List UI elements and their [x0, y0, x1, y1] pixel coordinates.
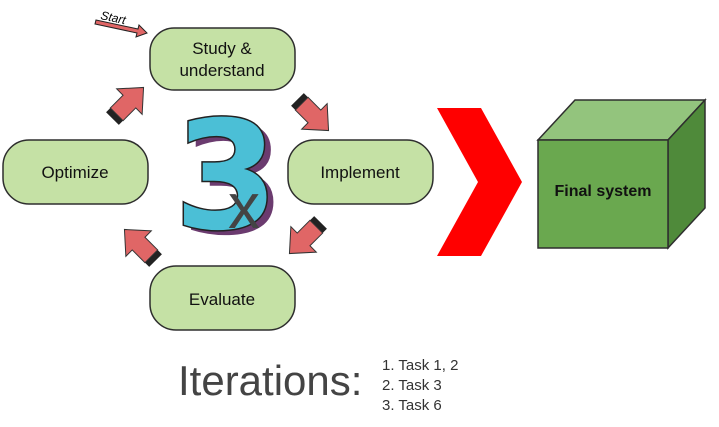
- iteration-count: 3 3 x: [173, 89, 286, 270]
- start-marker: Start: [94, 8, 148, 38]
- node-evaluate: Evaluate: [149, 265, 296, 331]
- node-optimize-label: Optimize: [41, 163, 108, 182]
- iterations-item: 1. Task 1, 2: [382, 357, 459, 374]
- iterations-title: Iterations:: [178, 357, 363, 404]
- arrow-optimize-to-study: [103, 74, 157, 128]
- arrow-study-to-implement: [288, 90, 342, 144]
- iterations-list: 1. Task 1, 2 2. Task 3 3. Task 6: [382, 356, 458, 416]
- final-system-cube: Final system: [536, 98, 707, 250]
- node-implement-label: Implement: [320, 163, 400, 182]
- node-evaluate-label: Evaluate: [189, 290, 255, 309]
- node-optimize: Optimize: [2, 139, 149, 205]
- arrow-evaluate-to-optimize: [111, 216, 165, 270]
- start-arrow: [94, 19, 148, 38]
- count-digit: 3: [174, 90, 278, 264]
- iterations-item: 2. Task 3: [382, 377, 442, 394]
- node-implement: Implement: [287, 139, 434, 205]
- node-study: Study & understand: [149, 27, 296, 91]
- final-system-label: Final system: [555, 183, 652, 200]
- count-shadow: 3: [181, 95, 285, 269]
- arrow-implement-to-evaluate: [276, 213, 330, 267]
- node-study-label-line1: Study &: [192, 39, 252, 58]
- count-multiplier: x: [228, 170, 260, 242]
- chevron-arrow: [437, 108, 522, 256]
- node-study-label-line2: understand: [179, 61, 264, 80]
- iterations-item: 3. Task 6: [382, 397, 442, 414]
